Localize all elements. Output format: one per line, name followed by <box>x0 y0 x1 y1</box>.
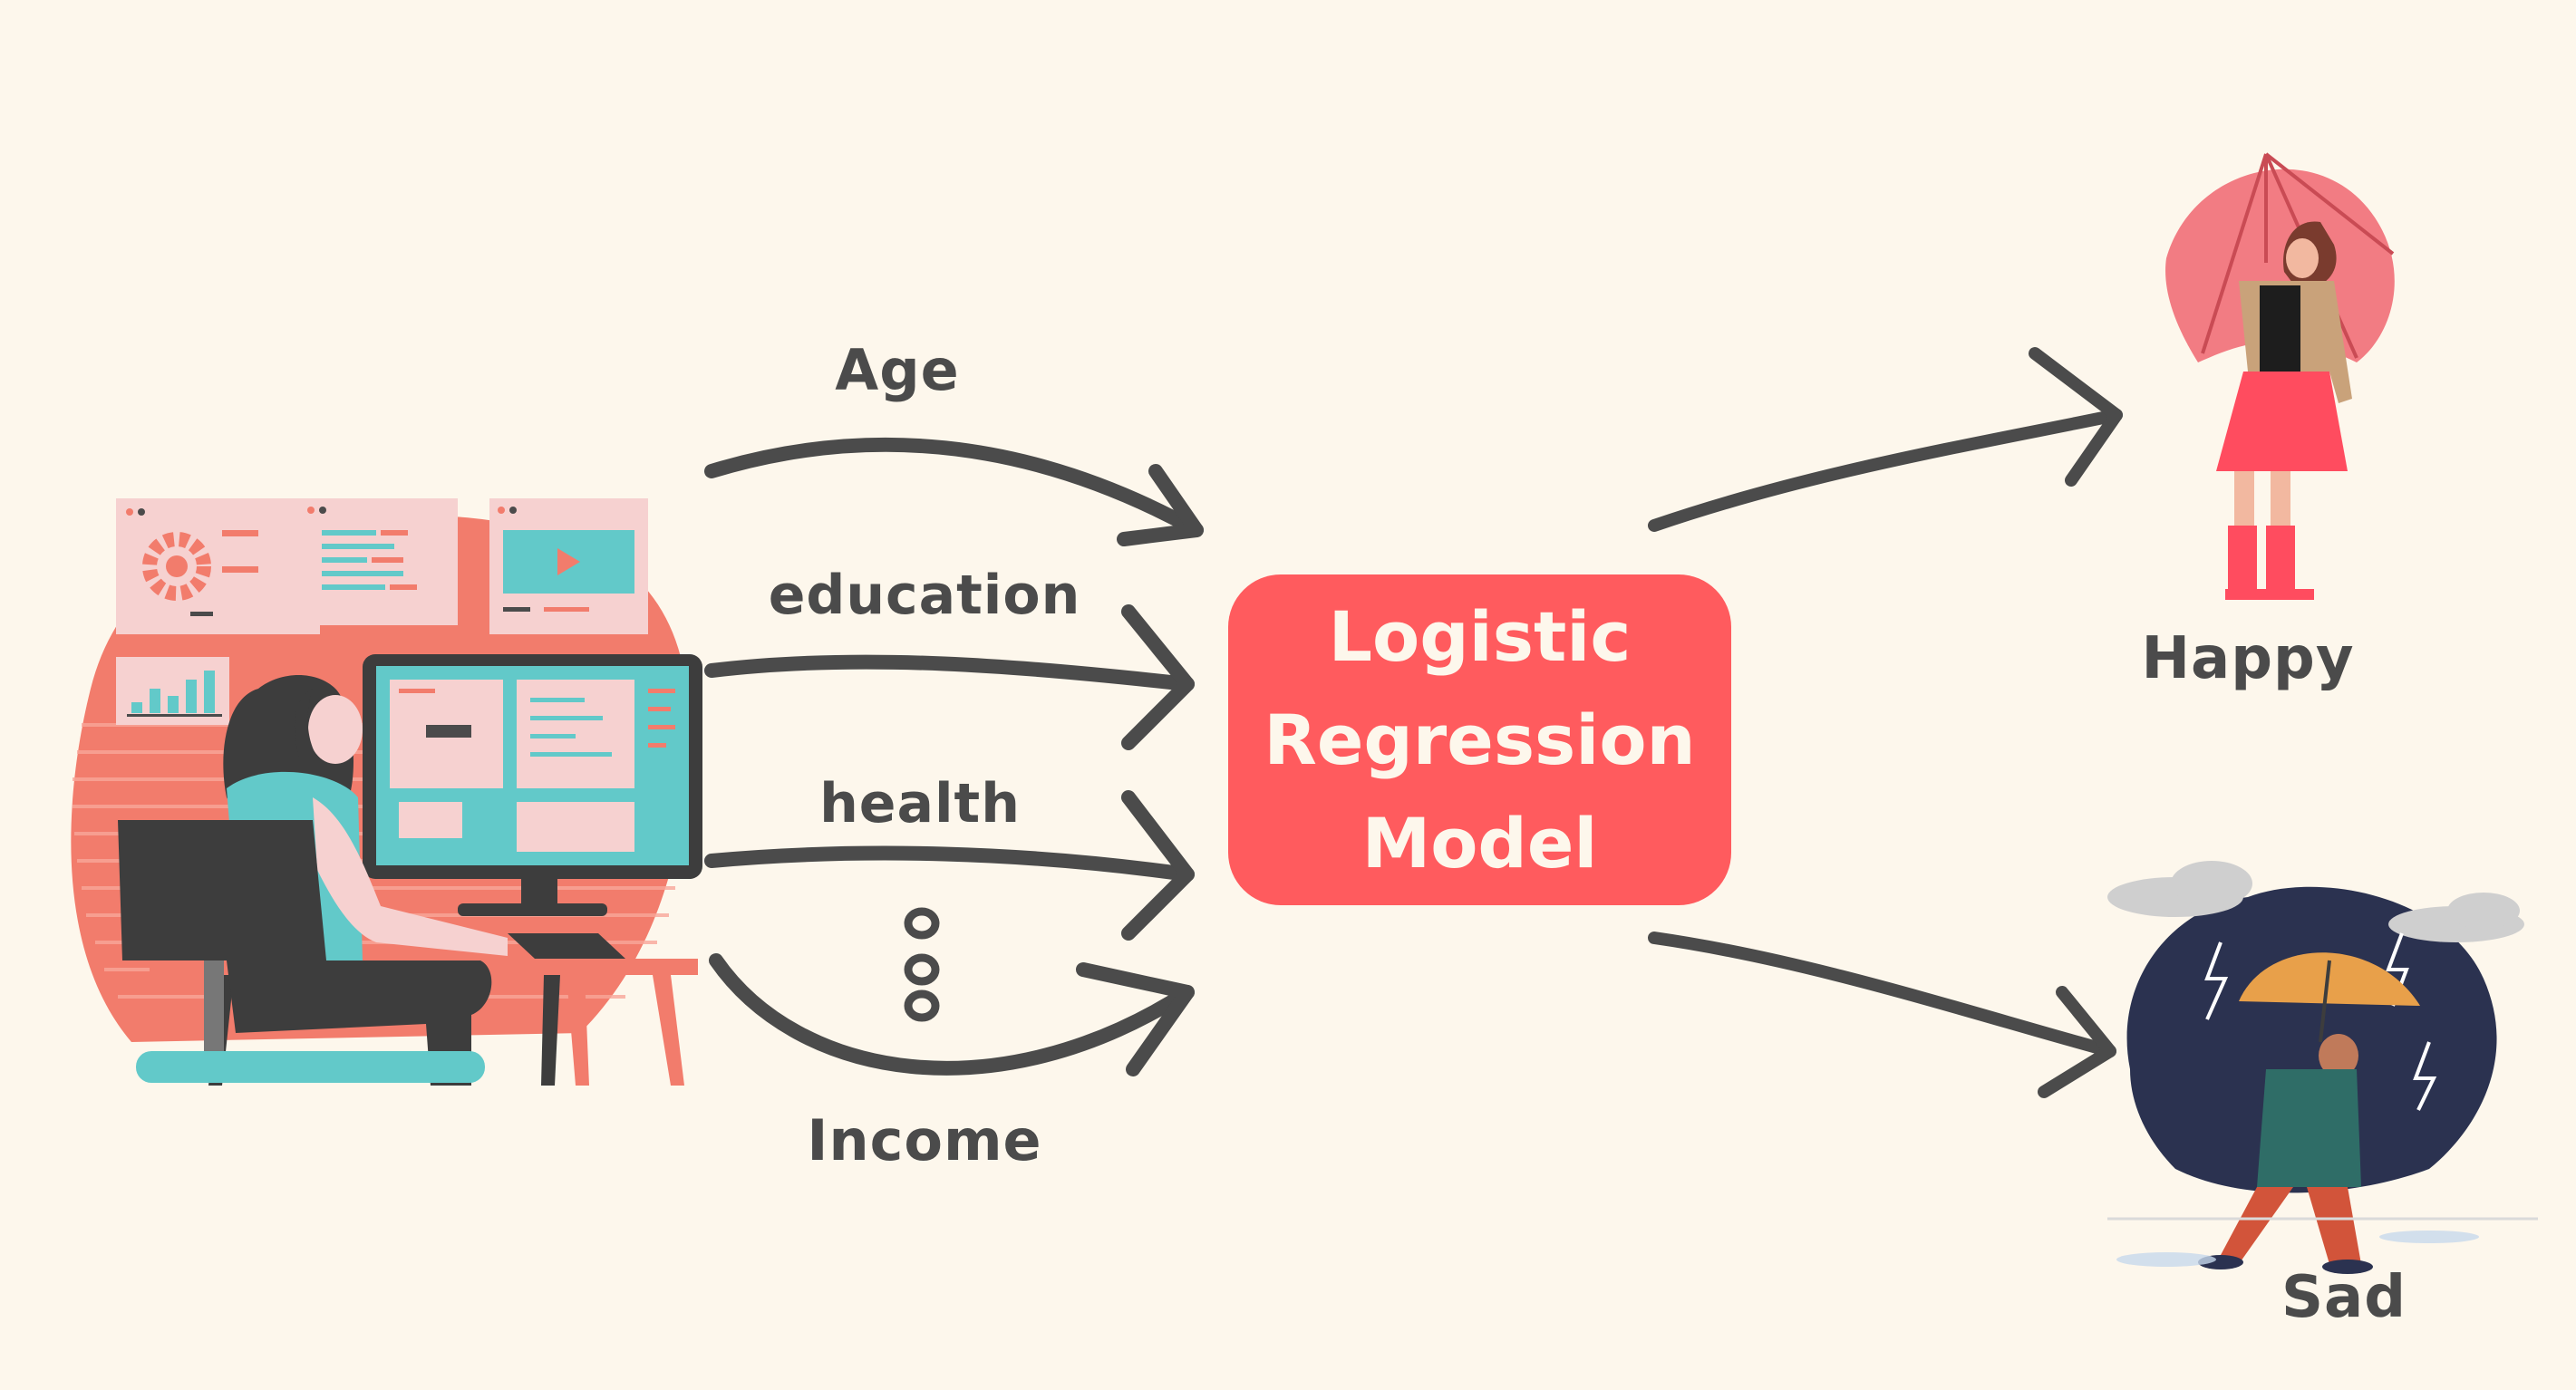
arrow-sad <box>1654 938 2110 1051</box>
output-label-sad: Sad <box>2281 1264 2407 1331</box>
input-label-education: education <box>769 564 1081 627</box>
input-arrows <box>712 445 1196 1069</box>
arrow-age <box>712 445 1196 530</box>
output-label-happy: Happy <box>2141 625 2354 692</box>
model-label: Logistic Regression Model <box>1264 585 1695 895</box>
arrow-health <box>712 854 1187 874</box>
logistic-regression-model-box: Logistic Regression Model <box>1228 574 1731 905</box>
arrow-happy <box>1654 415 2116 526</box>
happy-woman-umbrella-illustration <box>2165 154 2395 600</box>
sad-man-rain-illustration <box>2107 861 2538 1274</box>
data-scientist-illustration <box>71 498 702 1086</box>
ellipsis-icon <box>908 912 935 1018</box>
input-label-health: health <box>819 772 1021 835</box>
input-label-income: Income <box>807 1107 1041 1173</box>
input-label-age: Age <box>835 337 959 403</box>
arrow-education <box>712 662 1187 684</box>
